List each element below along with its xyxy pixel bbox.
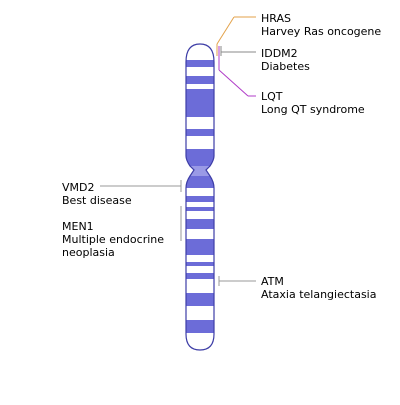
lqt-leader [218,46,256,97]
gene-symbol: VMD2 [62,181,95,194]
gene-label-hras: HRAS Harvey Ras oncogene [261,12,381,38]
gene-symbol: ATM [261,275,284,288]
gene-disease: Harvey Ras oncogene [261,25,382,38]
light-band [186,202,214,207]
gene-label-iddm2: IDDM2 Diabetes [261,47,310,73]
light-band [186,306,214,320]
vmd2-leader [100,180,182,192]
atm-leader [218,276,256,286]
gene-symbol: MEN1 [62,220,94,233]
light-band [186,67,214,76]
light-band [186,44,214,60]
light-band [186,229,214,239]
light-band [186,333,214,350]
chromosome-bands [186,44,214,350]
gene-disease-line: Multiple endocrine [62,233,165,246]
iddm2-leader [220,46,256,56]
gene-disease-line: neoplasia [62,246,115,259]
hras-leader [216,16,256,56]
gene-symbol: IDDM2 [261,47,298,60]
gene-disease: Ataxia telangiectasia [261,288,377,301]
light-band [186,117,214,129]
chromosome-outline [185,43,215,351]
gene-label-atm: ATM Ataxia telangiectasia [261,275,376,301]
gene-symbol: LQT [261,90,283,103]
gene-disease: Diabetes [261,60,310,73]
gene-label-men1: MEN1 Multiple endocrine neoplasia [62,220,164,259]
chromosome-body [186,44,214,350]
light-band [186,279,214,293]
gene-label-lqt: LQT Long QT syndrome [261,90,365,116]
light-band [186,255,214,262]
gene-disease: Long QT syndrome [261,103,365,116]
light-band [186,188,214,196]
light-band [186,266,214,273]
gene-disease: Best disease [62,194,132,207]
light-band [186,211,214,219]
light-band [186,84,214,89]
gene-symbol: HRAS [261,12,291,25]
light-band [186,136,214,149]
centromere [186,166,214,176]
gene-label-vmd2: VMD2 Best disease [62,181,132,207]
